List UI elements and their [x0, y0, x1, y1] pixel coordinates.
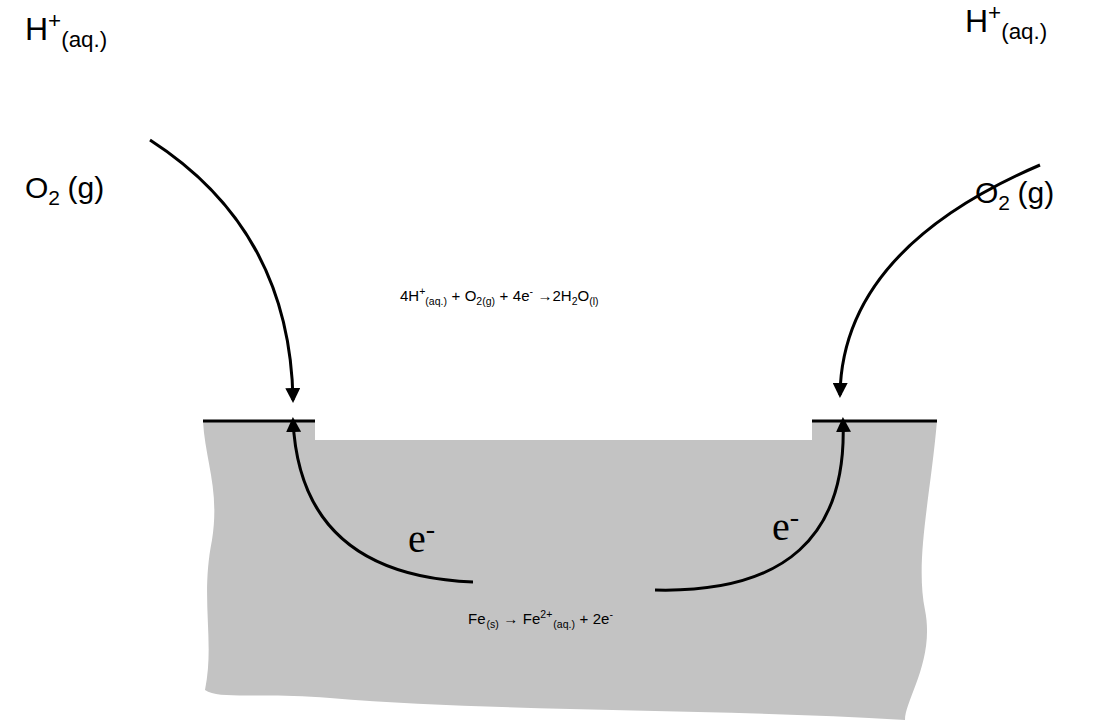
- formula-text: (aq.): [1001, 19, 1047, 44]
- electron-arrow: [293, 420, 473, 582]
- formula-text: →: [503, 610, 518, 627]
- formula-text: 2+: [540, 608, 552, 620]
- formula-text: +: [419, 285, 425, 297]
- formula-text: +: [451, 287, 460, 304]
- formula-text: -: [530, 285, 534, 297]
- formula-text: (aq.): [553, 618, 575, 630]
- electron-arrow: [655, 420, 843, 590]
- formula-line: O2 (g): [25, 170, 104, 210]
- formula-text: Fe: [523, 610, 541, 627]
- formula-text: -: [790, 501, 799, 532]
- formula-text: 2(g): [476, 295, 495, 307]
- surface-film: [203, 420, 315, 423]
- formula-text: 2: [998, 191, 1010, 214]
- formula-text: (aq.): [425, 295, 447, 307]
- formula-text: O: [975, 176, 998, 209]
- reactant-arrow: [150, 140, 293, 400]
- formula-line: O2 (g): [975, 175, 1054, 215]
- iron-metal: [203, 421, 937, 720]
- formula-text: (g): [68, 171, 105, 204]
- formula-text: 2: [572, 295, 578, 307]
- formula-text: (aq.): [61, 27, 107, 52]
- formula-text: O: [578, 287, 590, 304]
- formula-text: O: [465, 287, 477, 304]
- formula-text: 2: [48, 186, 60, 209]
- formula-text: +: [500, 287, 509, 304]
- formula-text: (g): [1018, 176, 1055, 209]
- surface-film: [812, 420, 937, 423]
- formula-line: Fe(s)→Fe2+(aq.)+2e-: [468, 608, 613, 631]
- formula-text: (l): [589, 295, 598, 307]
- formula-text: →2H: [538, 287, 572, 304]
- formula-text: 4H: [400, 287, 419, 304]
- formula-text: H: [965, 3, 988, 39]
- formula-line: e-: [772, 500, 799, 551]
- formula-text: e: [772, 504, 790, 549]
- formula-text: 2e: [593, 610, 610, 627]
- formula-text: 4e: [513, 287, 530, 304]
- formula-text: O: [25, 171, 48, 204]
- formula-line: H+(aq.): [965, 0, 1047, 46]
- formula-text: -: [609, 608, 613, 620]
- formula-line: 4H+(aq.)+O2(g)+4e-→2H2O(l): [400, 285, 599, 308]
- formula-text: Fe: [468, 610, 486, 627]
- reactant-arrow: [840, 165, 1040, 395]
- formula-text: +: [48, 8, 61, 33]
- formula-line: H+(aq.): [25, 8, 107, 54]
- formula-text: +: [988, 0, 1001, 25]
- formula-text: -: [426, 513, 435, 544]
- formula-line: e-: [408, 512, 435, 563]
- formula-text: (s): [487, 618, 499, 630]
- formula-text: H: [25, 11, 48, 47]
- formula-text: e: [408, 516, 426, 561]
- formula-text: +: [579, 610, 588, 627]
